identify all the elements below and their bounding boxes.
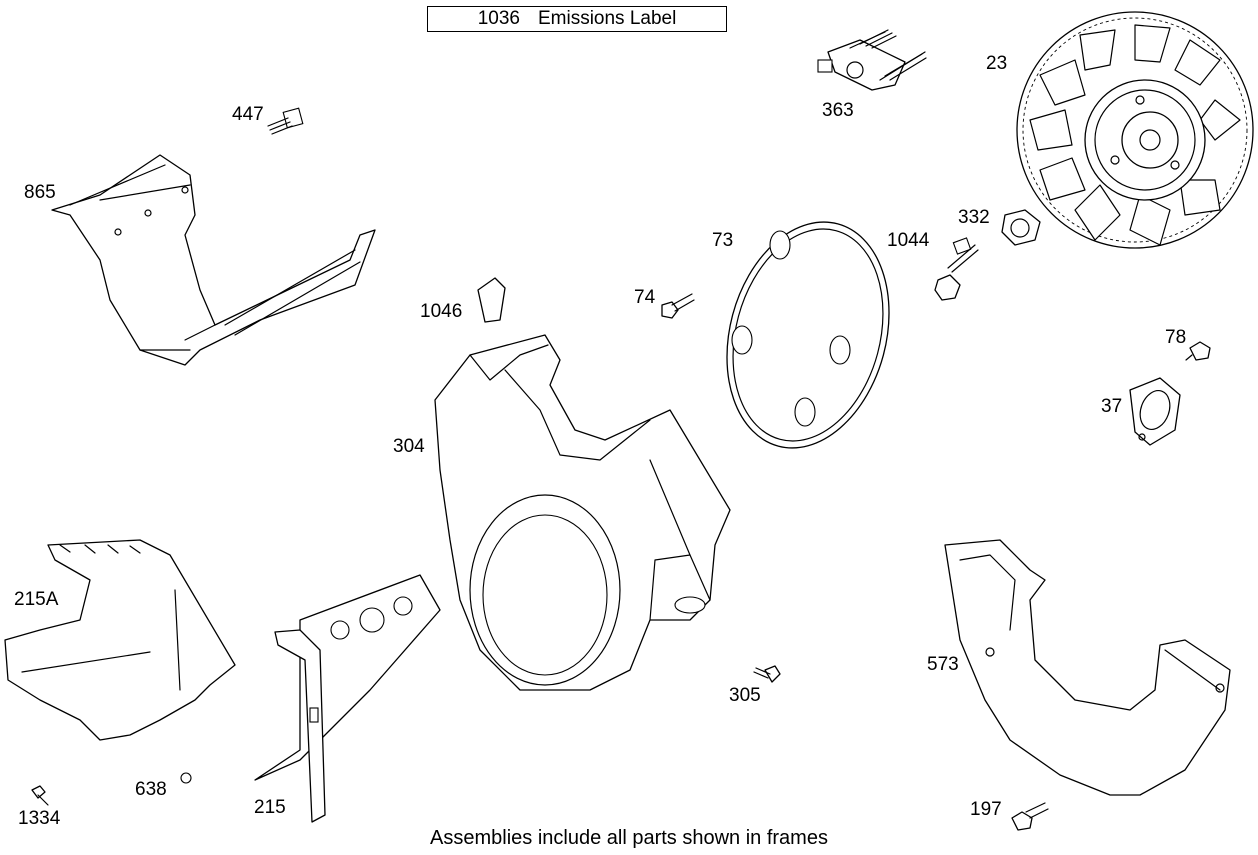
callout-638: 638 — [135, 779, 167, 800]
pad-part-1046 — [477, 277, 506, 323]
shield-part-215A — [4, 539, 236, 741]
baffle-part-573 — [944, 539, 1231, 796]
callout-573: 573 — [927, 654, 959, 675]
callout-1046: 1046 — [420, 301, 463, 322]
bolt-part-447 — [267, 107, 304, 135]
callout-363: 363 — [822, 100, 854, 121]
screw-part-1334 — [31, 785, 49, 806]
flywheel-part-23 — [1016, 11, 1254, 249]
callout-23: 23 — [986, 53, 1008, 74]
callout-447: 447 — [232, 104, 264, 125]
screw-part-305 — [753, 665, 781, 683]
frame-label-number: 1036 — [477, 8, 520, 29]
blower-housing-part-304 — [434, 334, 731, 691]
callout-865: 865 — [24, 182, 56, 203]
frame-label-text: Emissions Label — [537, 8, 677, 29]
bracket-part-215 — [254, 574, 441, 823]
callout-37: 37 — [1101, 396, 1123, 417]
shield-part-865 — [51, 154, 376, 366]
callout-332: 332 — [958, 207, 990, 228]
frame-emissions-label: 1036 Emissions Label — [427, 6, 727, 32]
footnote: Assemblies include all parts shown in fr… — [430, 827, 828, 849]
bolt-part-197 — [1011, 802, 1049, 831]
nut-part-332 — [1001, 209, 1041, 246]
callout-74: 74 — [634, 287, 656, 308]
callout-197: 197 — [970, 799, 1002, 820]
callout-1334: 1334 — [18, 808, 61, 829]
screen-part-73 — [726, 221, 890, 449]
screw-part-74 — [661, 293, 695, 319]
gasket-part-37 — [1129, 377, 1181, 446]
bolt-part-1044 — [934, 237, 979, 301]
callout-78: 78 — [1165, 327, 1187, 348]
callout-215A: 215A — [14, 589, 59, 610]
bracket-part-363 — [817, 29, 927, 91]
callout-1044: 1044 — [887, 230, 930, 251]
screw-part-78 — [1185, 341, 1211, 361]
washer-part-638 — [180, 772, 192, 784]
callout-305: 305 — [729, 685, 761, 706]
callout-73: 73 — [712, 230, 734, 251]
callout-215: 215 — [254, 797, 286, 818]
callout-304: 304 — [393, 436, 425, 457]
